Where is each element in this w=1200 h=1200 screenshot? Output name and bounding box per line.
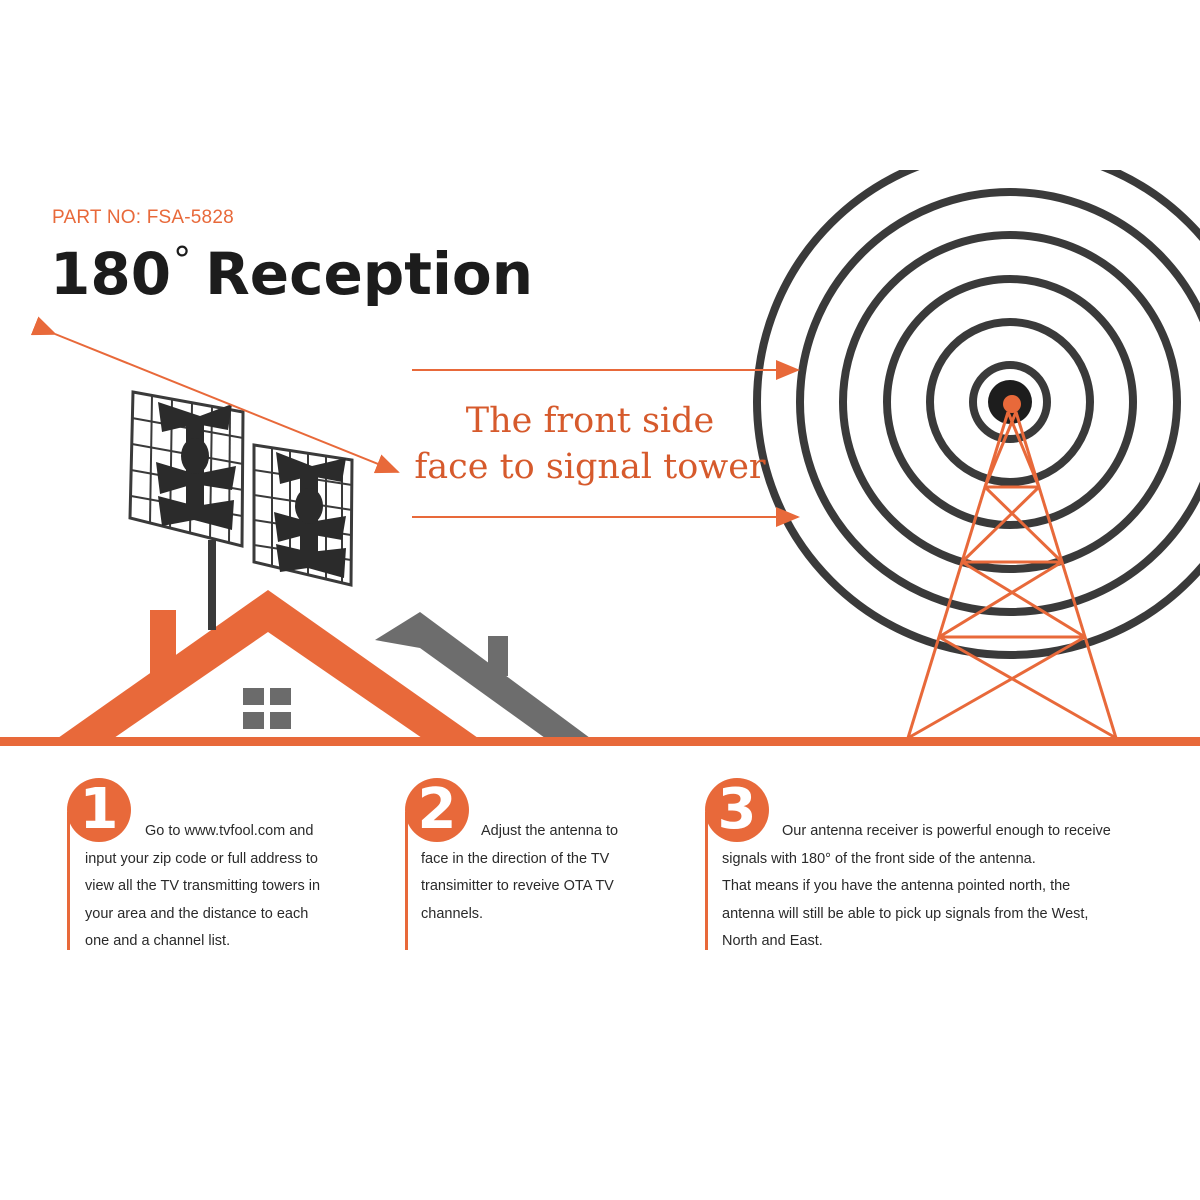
step-2-line: face in the direction of the TV	[421, 850, 610, 867]
step-1-line: view all the TV transmitting towers in	[85, 878, 321, 894]
step-2-text: Adjust the antenna to face in the direct…	[421, 818, 618, 928]
step-1-badge: 1	[67, 778, 131, 842]
step-3-divider	[705, 812, 708, 950]
step-2-line: transimitter to reveive OTA TV	[421, 878, 614, 894]
title-number: 180	[50, 240, 172, 308]
gray-chimney	[488, 636, 508, 676]
step-3-line: antenna will still be able to pick up si…	[722, 905, 1089, 922]
house-window	[243, 688, 291, 729]
antenna-mast	[208, 540, 216, 630]
orange-roof	[58, 590, 478, 738]
tower-beacon	[1003, 395, 1021, 413]
part-number: PART NO: FSA-5828	[52, 207, 234, 228]
step-1-line: your area and the distance to each	[85, 905, 309, 922]
step-1-divider	[67, 812, 70, 950]
ground-line	[0, 737, 1200, 746]
step-2-line: channels.	[421, 905, 484, 922]
tagline-line-1: The front side	[465, 401, 715, 441]
step-1-line: one and a channel list.	[85, 933, 231, 949]
step-2-divider	[405, 812, 408, 950]
step-3-line: Our antenna receiver is powerful enough …	[782, 823, 1111, 839]
antenna-panel-left	[128, 390, 245, 548]
step-3-badge: 3	[705, 778, 769, 842]
step-1-text: Go to www.tvfool.com and input your zip …	[85, 818, 320, 956]
step-1-line: Go to www.tvfool.com and	[145, 823, 314, 839]
step-1-line: input your zip code or full address to	[85, 850, 318, 867]
title-degree: °	[173, 240, 192, 281]
reception-span-arrow	[30, 316, 400, 474]
step-2-line: Adjust the antenna to	[481, 823, 619, 839]
antenna-panel-right	[252, 443, 354, 587]
step-3-line: That means if you have the antenna point…	[722, 878, 1071, 894]
signal-rings	[753, 170, 1200, 659]
step-3-line: North and East.	[722, 933, 823, 949]
step-3-line: signals with 180° of the front side of t…	[722, 850, 1036, 867]
lattice-tower	[906, 411, 1118, 740]
gray-roof	[375, 612, 590, 738]
tagline-line-2: face to signal tower	[414, 447, 766, 487]
title-word: Reception	[205, 240, 534, 308]
orange-chimney	[150, 610, 176, 682]
step-3-text: Our antenna receiver is powerful enough …	[722, 818, 1111, 956]
step-2-badge: 2	[405, 778, 469, 842]
page-title: 180° Reception	[50, 240, 533, 308]
